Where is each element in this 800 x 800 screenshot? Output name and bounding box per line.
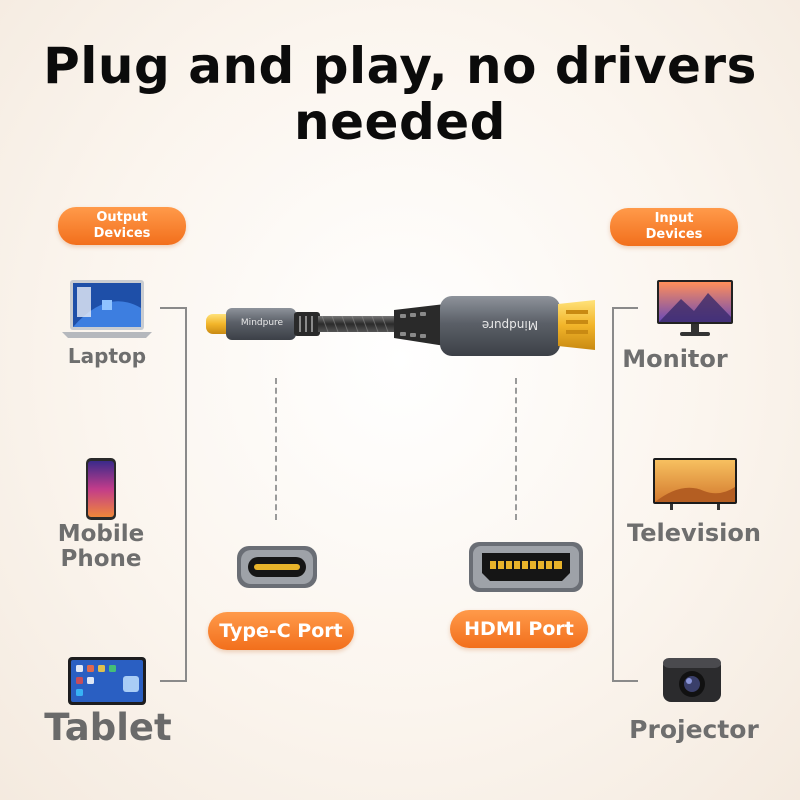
input-badge-line-1: Input: [654, 211, 694, 226]
projector-icon: [663, 658, 721, 702]
television-icon: [653, 458, 737, 510]
phone-device: [85, 457, 117, 525]
hdmi-dashed-line: [515, 378, 517, 520]
right-bracket-top: [612, 307, 638, 309]
typec-port-label: Type-C Port: [208, 612, 354, 650]
output-devices-badge: Output Devices: [58, 207, 186, 245]
title-line-2: needed: [294, 93, 506, 151]
phone-label-line-1: Mobile: [57, 521, 145, 547]
typec-dashed-line: [275, 378, 277, 520]
laptop-icon: [62, 280, 152, 338]
output-badge-line-2: Devices: [93, 226, 151, 241]
projector-device: [659, 656, 725, 710]
right-bracket-vertical: [612, 307, 614, 682]
phone-label: Mobile Phone: [46, 522, 156, 572]
left-bracket-vertical: [185, 307, 187, 682]
hdmi-port-icon: [469, 542, 583, 592]
hdmi-tip: [558, 300, 595, 350]
left-bracket-top: [160, 307, 186, 309]
laptop-label: Laptop: [67, 344, 147, 368]
monitor-label: Monitor: [622, 345, 728, 373]
hdmi-port-label: HDMI Port: [450, 610, 588, 648]
output-badge-line-1: Output: [96, 210, 148, 225]
hdmi-housing: [440, 296, 560, 356]
monitor-device: [656, 279, 734, 343]
laptop-device: [62, 278, 152, 344]
typec-port-icon: [237, 546, 317, 588]
left-bracket-bottom: [160, 680, 186, 682]
tablet-label: Tablet: [44, 706, 172, 749]
television-device: [652, 457, 738, 515]
monitor-icon: [657, 280, 733, 336]
phone-label-line-2: Phone: [60, 546, 142, 572]
tablet-icon: [68, 657, 146, 705]
hdmi-brand-text: Mindpure: [481, 318, 539, 332]
typec-housing: [226, 308, 296, 340]
television-label: Television: [627, 519, 761, 547]
projector-label: Projector: [629, 715, 759, 744]
typec-brand-text: Mindpure: [240, 318, 284, 328]
tablet-device: [67, 656, 147, 710]
phone-icon: [86, 458, 116, 520]
page-title: Plug and play, no drivers needed: [0, 38, 800, 150]
right-bracket-bottom: [612, 680, 638, 682]
input-badge-line-2: Devices: [645, 227, 703, 242]
title-line-1: Plug and play, no drivers: [43, 37, 757, 95]
typec-tip: [206, 314, 232, 334]
input-devices-badge: Input Devices: [610, 208, 738, 246]
usb-c-to-hdmi-cable: [206, 296, 595, 356]
